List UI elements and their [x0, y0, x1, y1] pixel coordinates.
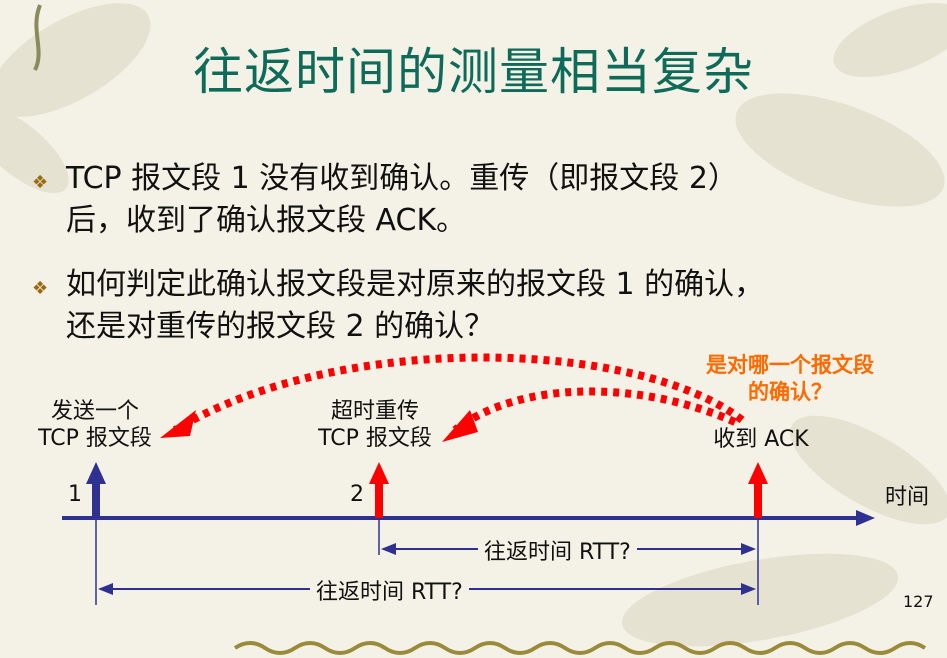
page-title: 往返时间的测量相当复杂: [193, 43, 754, 101]
bullet-diamond-icon: ❖: [32, 172, 49, 193]
segment-1-number: 1: [68, 482, 82, 507]
ack-arrow-shaft: [754, 482, 762, 518]
bullet-2-line-2: 还是对重传的报文段 2 的确认？: [66, 309, 495, 344]
segment-2-number: 2: [350, 482, 364, 507]
bullet-1-line-1: TCP 报文段 1 没有收到确认。重传（即报文段 2）: [66, 161, 738, 196]
bullet-diamond-icon: ❖: [32, 278, 49, 299]
bullet-1: ❖ TCP 报文段 1 没有收到确认。重传（即报文段 2） 后，收到了确认报文段…: [32, 158, 932, 242]
retransmit-arrow-head: [369, 462, 389, 484]
page-number: 127: [903, 592, 934, 611]
time-axis-label: 时间: [884, 485, 929, 510]
rtt-label-long: 往返时间 RTT?: [310, 574, 469, 606]
rtt-label-short: 往返时间 RTT?: [478, 534, 637, 566]
bullet-2: ❖ 如何判定此确认报文段是对原来的报文段 1 的确认， 还是对重传的报文段 2 …: [32, 264, 942, 348]
ack-arrow-head: [748, 462, 768, 484]
question-label: 是对哪一个报文段 的确认？: [706, 353, 874, 404]
send-arrow-shaft: [92, 482, 100, 518]
time-axis-arrowhead: [856, 510, 875, 526]
dashed-curve-to-retransmit: [452, 387, 737, 434]
bullet-1-line-2: 后，收到了确认报文段 ACK。: [66, 203, 467, 238]
dashed-curve-to-send: [172, 353, 745, 434]
send-label: 发送一个 TCP 报文段: [38, 399, 152, 451]
retransmit-arrow-shaft: [375, 482, 383, 518]
retransmit-label: 超时重传 TCP 报文段: [318, 399, 432, 451]
curve-arrowhead-retransmit: [442, 410, 478, 442]
bullet-2-line-1: 如何判定此确认报文段是对原来的报文段 1 的确认，: [66, 267, 765, 302]
ack-label: 收到 ACK: [713, 427, 809, 452]
curve-arrowhead-send: [160, 410, 196, 438]
send-arrow-head: [86, 462, 106, 484]
